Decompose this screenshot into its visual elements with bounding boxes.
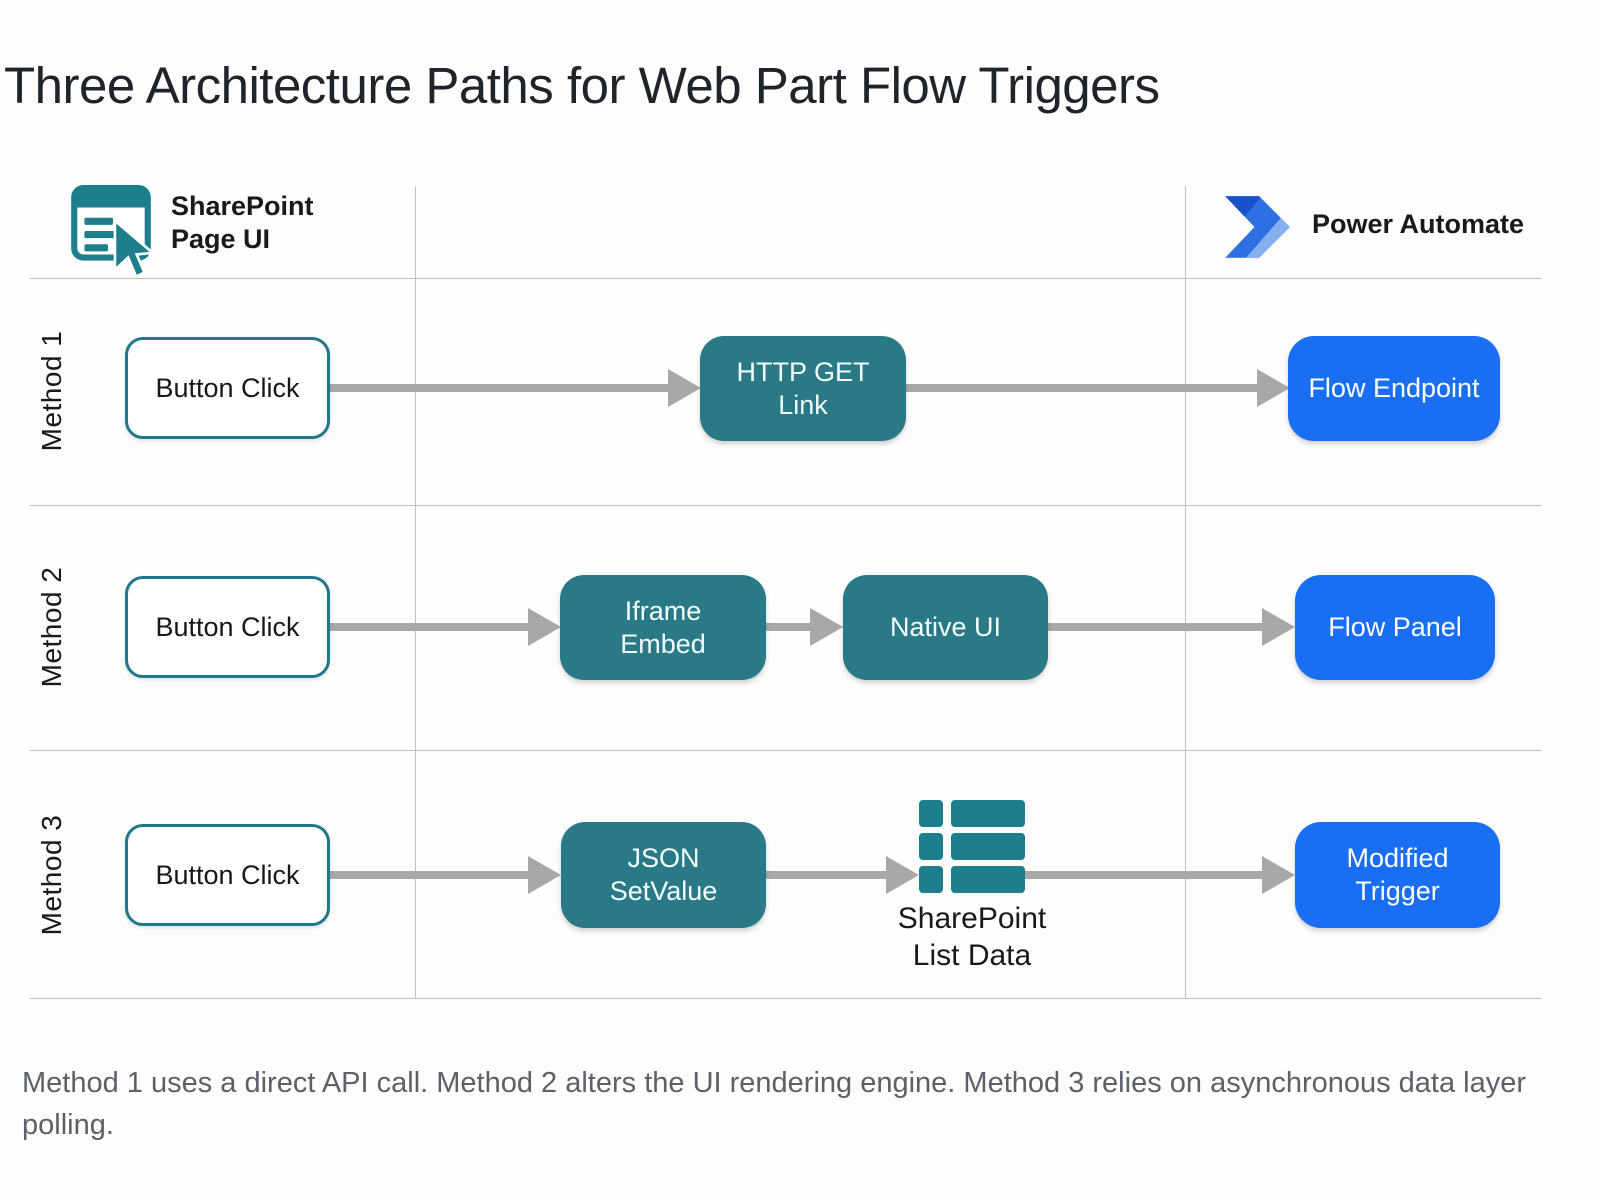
grid-line-table-bottom bbox=[30, 998, 1542, 999]
caption: Method 1 uses a direct API call. Method … bbox=[22, 1067, 1527, 1141]
node-json-setvalue: JSON SetValue bbox=[561, 822, 766, 928]
flow-arrow-head bbox=[528, 856, 561, 894]
node-button-click: Button Click bbox=[125, 824, 330, 926]
sharepoint-list-label: SharePoint List Data bbox=[897, 902, 1047, 972]
method-3-label: Method 3 bbox=[36, 814, 67, 936]
node-button-click: Button Click bbox=[125, 337, 330, 439]
grid-line-col-right bbox=[1185, 186, 1186, 998]
flow-arrow-head bbox=[1257, 369, 1290, 407]
sharepoint-page-icon bbox=[70, 184, 156, 285]
grid-line-col-left bbox=[415, 186, 416, 998]
cursor-icon bbox=[113, 217, 156, 279]
page-title: Three Architecture Paths for Web Part Fl… bbox=[4, 57, 1160, 114]
power-automate-label: Power Automate bbox=[1312, 209, 1525, 239]
flow-arrow bbox=[766, 623, 814, 631]
flow-arrow-head bbox=[528, 608, 561, 646]
node-modified-trigger: Modified Trigger bbox=[1295, 822, 1500, 928]
node-flow-endpoint: Flow Endpoint bbox=[1288, 336, 1500, 441]
flow-arrow-head bbox=[810, 608, 843, 646]
flow-arrow bbox=[1048, 623, 1265, 631]
node-iframe-embed: Iframe Embed bbox=[560, 575, 766, 680]
grid-line-header-bottom bbox=[30, 278, 1542, 279]
flow-arrow bbox=[1023, 871, 1265, 879]
node-http-get-link: HTTP GET Link bbox=[700, 336, 906, 441]
power-automate-icon bbox=[1217, 190, 1295, 269]
flow-arrow bbox=[328, 871, 530, 879]
sharepoint-header: SharePoint Page UI bbox=[70, 184, 400, 284]
node-flow-panel: Flow Panel bbox=[1295, 575, 1495, 680]
flow-arrow-head bbox=[1262, 608, 1295, 646]
sharepoint-list-icon bbox=[919, 800, 1025, 898]
grid-line-row2-bottom bbox=[30, 750, 1542, 751]
power-automate-header: Power Automate bbox=[1217, 190, 1547, 270]
method-1-label: Method 1 bbox=[36, 330, 67, 452]
flow-arrow bbox=[328, 623, 530, 631]
method-2-label: Method 2 bbox=[36, 566, 67, 688]
flow-arrow-head bbox=[668, 369, 701, 407]
flow-arrow-head bbox=[1262, 856, 1295, 894]
flow-arrow bbox=[905, 384, 1260, 392]
node-button-click: Button Click bbox=[125, 576, 330, 678]
flow-arrow-head bbox=[886, 856, 919, 894]
node-native-ui: Native UI bbox=[843, 575, 1048, 680]
flow-arrow bbox=[764, 871, 888, 879]
sharepoint-header-label: SharePoint Page UI bbox=[171, 191, 314, 254]
flow-arrow bbox=[328, 384, 670, 392]
grid-line-row1-bottom bbox=[30, 505, 1542, 506]
